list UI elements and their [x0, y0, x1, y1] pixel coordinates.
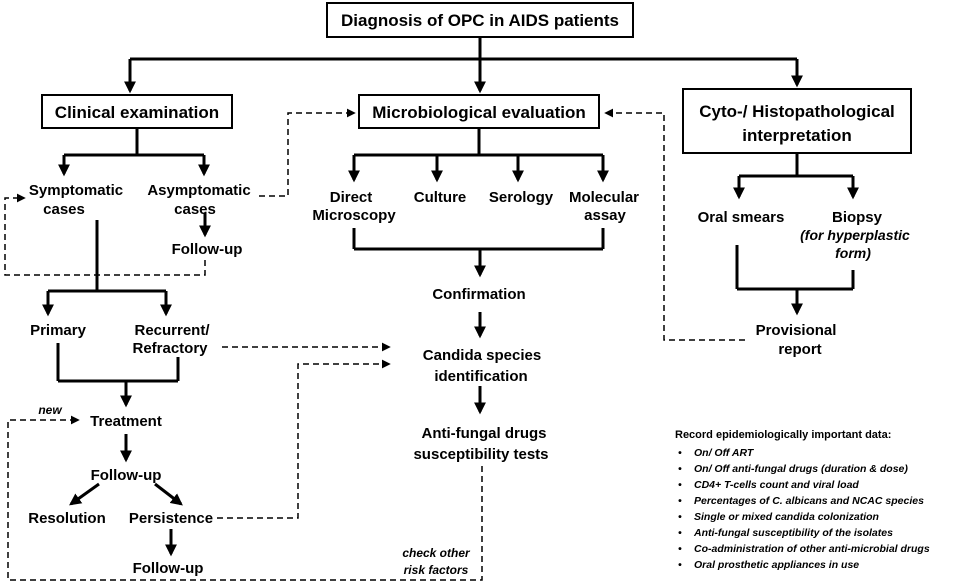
primary-node: Primary: [30, 322, 87, 339]
new-label: new: [38, 403, 62, 417]
cyto-box: [682, 88, 912, 154]
record-bullet: •: [678, 447, 682, 459]
record-bullet: •: [678, 463, 682, 475]
record-item: Co-administration of other anti-microbia…: [694, 543, 930, 555]
record-item: CD4+ T-cells count and viral load: [694, 479, 859, 491]
molecular-line2: assay: [584, 207, 626, 224]
micro-label: Microbiological evaluation: [372, 103, 585, 122]
molecular-line1: Molecular: [569, 189, 639, 206]
antifungal-line1: Anti-fungal drugs: [422, 425, 547, 442]
confirmation-node: Confirmation: [432, 286, 525, 303]
recurrent-line1: Recurrent/: [134, 322, 210, 339]
recurrent-line2: Refractory: [132, 340, 208, 357]
title-text: Diagnosis of OPC in AIDS patients: [341, 11, 619, 30]
cyto-label-line2: interpretation: [742, 126, 852, 145]
followup-asym: Follow-up: [172, 241, 243, 258]
symptomatic-line1: Symptomatic: [29, 182, 123, 199]
dashed-connectors: [4, 108, 745, 581]
candida-line1: Candida species: [423, 347, 541, 364]
candida-line2: identification: [434, 368, 527, 385]
resolution-node: Resolution: [28, 510, 106, 527]
culture-node: Culture: [414, 189, 467, 206]
record-bullet: •: [678, 543, 682, 555]
record-item: Oral prosthetic appliances in use: [694, 559, 859, 571]
record-item: On/ Off ART: [694, 447, 755, 459]
record-bullet: •: [678, 527, 682, 539]
provisional-line2: report: [778, 341, 821, 358]
record-item: Percentages of C. albicans and NCAC spec…: [694, 495, 924, 507]
record-item: Single or mixed candida colonization: [694, 511, 879, 523]
record-bullet: •: [678, 479, 682, 491]
followup-treatment: Follow-up: [91, 467, 162, 484]
direct-microscopy-line1: Direct: [330, 189, 373, 206]
record-note-heading: Record epidemiologically important data:: [675, 429, 891, 441]
solid-connectors: [42, 37, 859, 557]
treatment-node: Treatment: [90, 413, 162, 430]
cyto-label-line1: Cyto-/ Histopathological: [699, 102, 895, 121]
serology-node: Serology: [489, 189, 554, 206]
record-item: Anti-fungal susceptibility of the isolat…: [693, 527, 893, 539]
direct-microscopy-line2: Microscopy: [312, 207, 396, 224]
provisional-line1: Provisional: [756, 322, 837, 339]
biopsy-node: Biopsy: [832, 209, 883, 226]
followup-persistence: Follow-up: [133, 560, 204, 577]
title-box: [326, 2, 634, 38]
record-bullet: •: [678, 559, 682, 571]
record-note: Record epidemiologically important data:…: [675, 429, 930, 571]
asymptomatic-line1: Asymptomatic: [147, 182, 250, 199]
asymptomatic-line2: cases: [174, 201, 216, 218]
record-item: On/ Off anti-fungal drugs (duration & do…: [694, 463, 908, 475]
clinical-label: Clinical examination: [55, 103, 219, 122]
record-note-list: • On/ Off ART • On/ Off anti-fungal drug…: [678, 447, 930, 571]
record-bullet: •: [678, 511, 682, 523]
check-risk-line1: check other: [402, 546, 471, 560]
biopsy-note-line2: form): [835, 245, 871, 261]
symptomatic-line2: cases: [43, 201, 85, 218]
record-bullet: •: [678, 495, 682, 507]
persistence-node: Persistence: [129, 510, 213, 527]
check-risk-line2: risk factors: [404, 563, 469, 577]
oral-smears-node: Oral smears: [698, 209, 785, 226]
biopsy-note-line1: (for hyperplastic: [800, 227, 910, 243]
antifungal-line2: susceptibility tests: [413, 446, 548, 463]
